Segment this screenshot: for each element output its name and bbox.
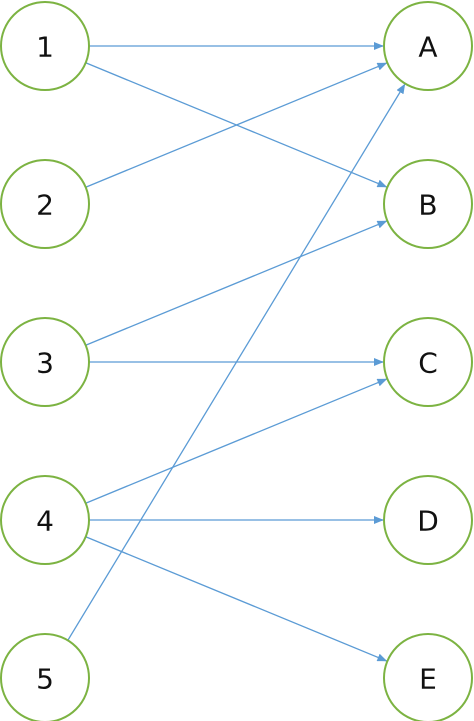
node-label-A: A [418, 31, 437, 64]
node-4: 4 [0, 475, 90, 565]
node-label-E: E [419, 663, 437, 696]
node-label-2: 2 [36, 189, 54, 222]
node-label-5: 5 [36, 663, 54, 696]
node-circle-2 [0, 159, 90, 249]
node-E: E [383, 633, 473, 721]
node-label-3: 3 [36, 347, 54, 380]
edges-layer [67, 42, 406, 662]
node-circle-3 [0, 317, 90, 407]
edge-4-E [85, 536, 388, 662]
node-1: 1 [0, 1, 90, 91]
node-label-C: C [418, 347, 438, 380]
node-D: D [383, 475, 473, 565]
edge-4-C [85, 378, 388, 504]
node-label-D: D [417, 505, 439, 538]
node-circle-C [383, 317, 473, 407]
node-circle-5 [0, 633, 90, 721]
node-A: A [383, 1, 473, 91]
node-C: C [383, 317, 473, 407]
node-circle-1 [0, 1, 90, 91]
node-circle-4 [0, 475, 90, 565]
node-circle-B [383, 159, 473, 249]
node-5: 5 [0, 633, 90, 721]
edge-3-B [85, 220, 388, 346]
node-label-B: B [418, 189, 437, 222]
node-label-1: 1 [36, 31, 54, 64]
node-B: B [383, 159, 473, 249]
node-label-4: 4 [36, 505, 54, 538]
node-2: 2 [0, 159, 90, 249]
node-circle-E [383, 633, 473, 721]
node-3: 3 [0, 317, 90, 407]
node-circle-D [383, 475, 473, 565]
node-circle-A [383, 1, 473, 91]
edge-2-A [85, 62, 388, 188]
edge-5-A [67, 83, 406, 641]
